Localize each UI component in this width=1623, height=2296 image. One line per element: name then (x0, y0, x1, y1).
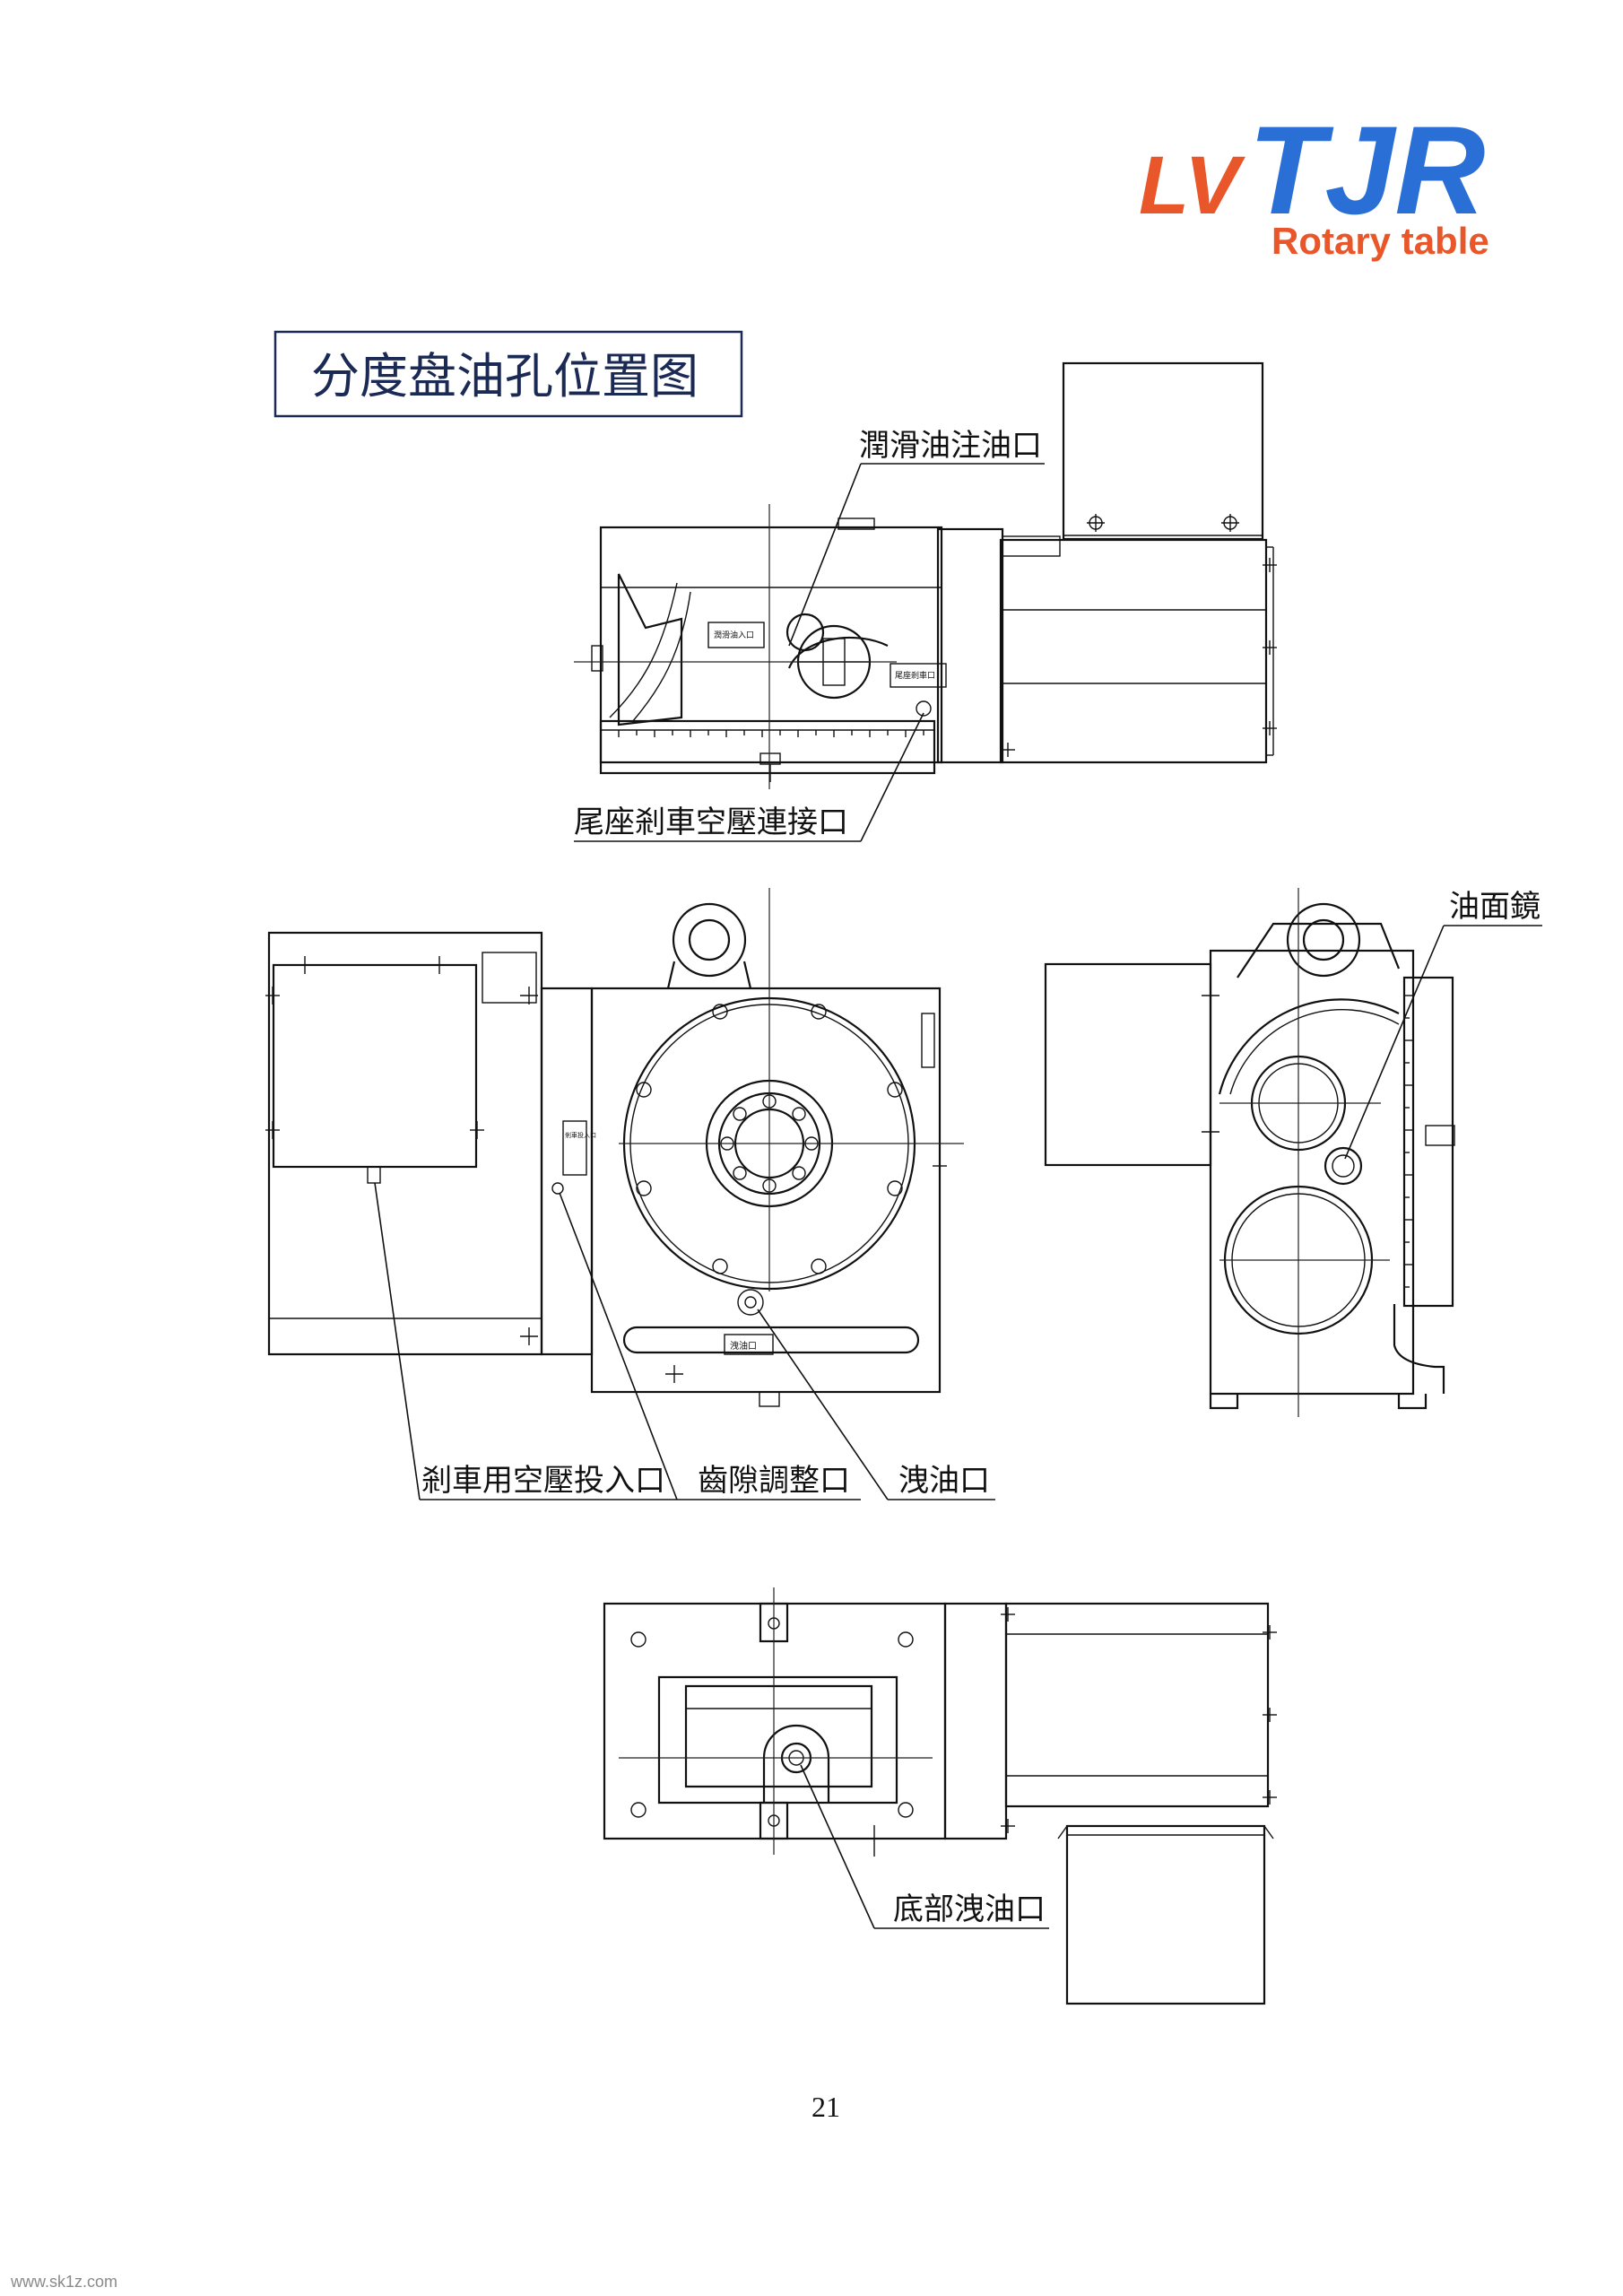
leaders-front (574, 463, 1045, 842)
view-left-motor (265, 931, 543, 1356)
logo-tagline: Rotary table (1271, 220, 1489, 262)
plate-brake: 剎車投入口 (565, 1131, 596, 1139)
label-lube-inlet: 潤滑油注油口 (859, 428, 1042, 464)
label-backlash-adjust: 齒隙調整口 (698, 1463, 850, 1499)
leaders-side (374, 925, 1542, 1500)
logo-lv: LV (1139, 140, 1245, 231)
label-bottom-drain: 底部洩油口 (893, 1892, 1046, 1927)
label-tailstock-air: 尾座剎車空壓連接口 (574, 804, 848, 840)
plate-lube: 潤滑油入口 (714, 630, 754, 640)
logo: LV TJR Rotary table (1139, 100, 1489, 262)
watermark: www.sk1z.com (10, 2273, 117, 2291)
view-bottom (603, 1587, 1277, 2005)
view-table-top: 洩油口 剎車投入口 (540, 888, 964, 1407)
page-title: 分度盘油孔位置图 (311, 348, 699, 404)
plate-drain: 洩油口 (730, 1340, 757, 1352)
label-brake-air-inlet: 剎車用空壓投入口 (421, 1463, 665, 1499)
page-number: 21 (812, 2091, 840, 2123)
label-drain: 洩油口 (898, 1463, 990, 1499)
logo-tjr: TJR (1248, 100, 1485, 240)
title-box: 分度盘油孔位置图 (273, 330, 743, 418)
view-right-side (1044, 888, 1455, 1417)
view-front: 潤滑油入口 尾座剎車口 (574, 361, 1277, 789)
leaders-bottom (800, 1764, 1049, 1929)
plate-tail: 尾座剎車口 (895, 670, 935, 681)
label-oil-sight: 油面鏡 (1449, 889, 1541, 925)
